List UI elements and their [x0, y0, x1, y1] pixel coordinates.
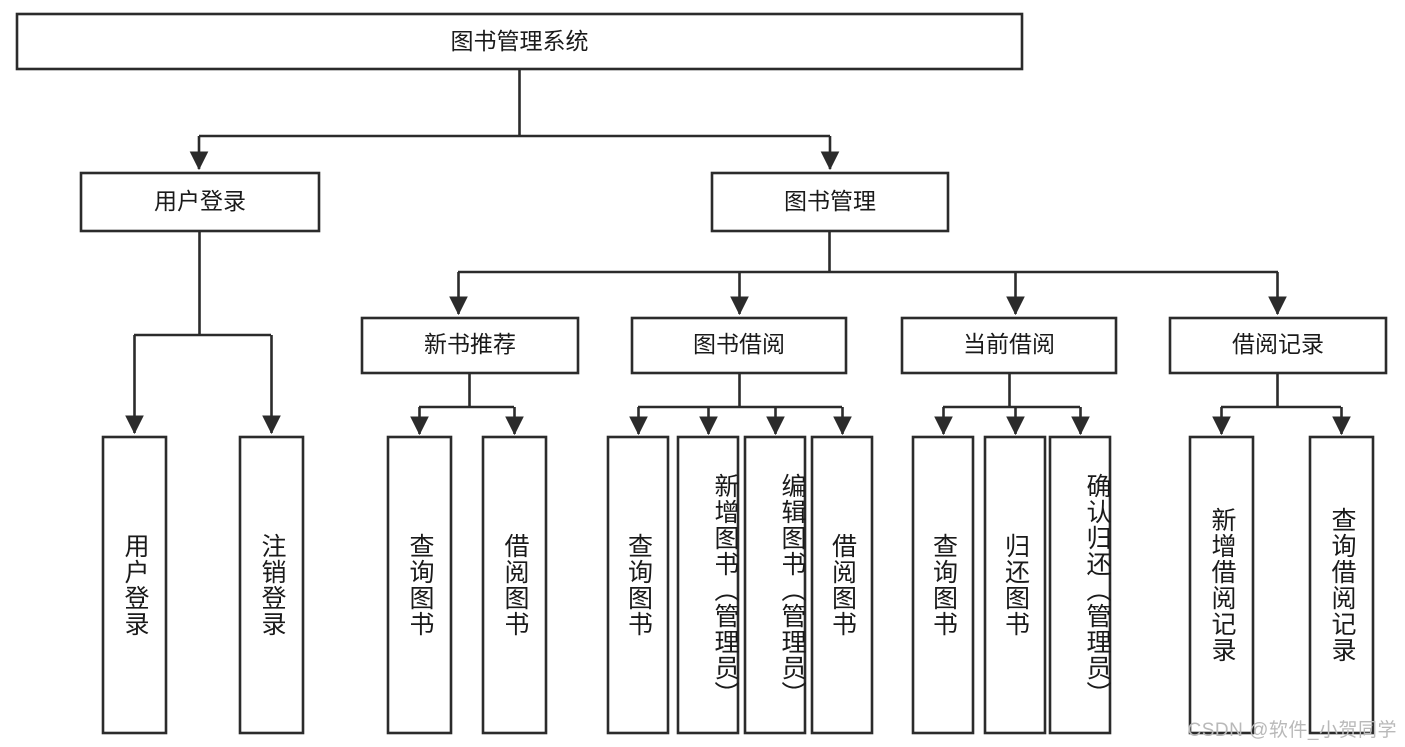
node-leaf-borrow-book-new-box[interactable] [481, 435, 548, 735]
node-user-login-label: 用户登录 [154, 188, 246, 214]
node-leaf-confirm-return-admin-box[interactable] [1048, 435, 1112, 735]
node-new-book-recommend-box[interactable] [360, 316, 580, 375]
node-leaf-user-login-box[interactable] [101, 435, 168, 735]
node-leaf-return-book-box[interactable] [983, 435, 1047, 735]
node-leaf-add-borrow-record-box[interactable] [1188, 435, 1255, 735]
node-leaf-logout-box[interactable] [238, 435, 305, 735]
node-borrow-record-box[interactable] [1168, 316, 1388, 375]
node-leaf-query-book-current-box[interactable] [911, 435, 975, 735]
node-leaf-edit-book-admin-box[interactable] [743, 435, 807, 735]
connectors-layer [125, 69, 1351, 436]
node-borrow-record[interactable]: 借阅记录 [1168, 316, 1388, 375]
node-book-borrow-label: 图书借阅 [693, 331, 785, 357]
node-leaf-query-book-new-box[interactable] [386, 435, 453, 735]
node-book-management-box[interactable] [710, 171, 950, 233]
node-current-borrow[interactable]: 当前借阅 [900, 316, 1118, 375]
node-leaf-add-book-admin-box[interactable] [676, 435, 740, 735]
node-user-login-box[interactable] [79, 171, 321, 233]
node-book-management[interactable]: 图书管理 [710, 171, 950, 233]
node-leaf-query-borrow-record-box[interactable] [1308, 435, 1375, 735]
node-leaf-query-book-borrow-box[interactable] [606, 435, 670, 735]
node-root-box[interactable] [15, 12, 1024, 71]
node-current-borrow-label: 当前借阅 [963, 331, 1055, 357]
node-user-login[interactable]: 用户登录 [79, 171, 321, 233]
node-book-management-label: 图书管理 [784, 188, 876, 214]
node-root-label: 图书管理系统 [451, 28, 589, 54]
node-new-book-recommend[interactable]: 新书推荐 [360, 316, 580, 375]
node-root[interactable]: 图书管理系统 [15, 12, 1024, 71]
node-book-borrow[interactable]: 图书借阅 [630, 316, 848, 375]
node-book-borrow-box[interactable] [630, 316, 848, 375]
csdn-watermark: CSDN @软件_小贺同学 [1187, 720, 1397, 741]
node-current-borrow-box[interactable] [900, 316, 1118, 375]
nodes-layer: 图书管理系统 用户登录 图书管理 新书推荐 图书借阅 [15, 12, 1388, 735]
node-leaf-borrow-book-box[interactable] [810, 435, 874, 735]
node-new-book-recommend-label: 新书推荐 [424, 331, 516, 357]
node-borrow-record-label: 借阅记录 [1232, 331, 1324, 357]
